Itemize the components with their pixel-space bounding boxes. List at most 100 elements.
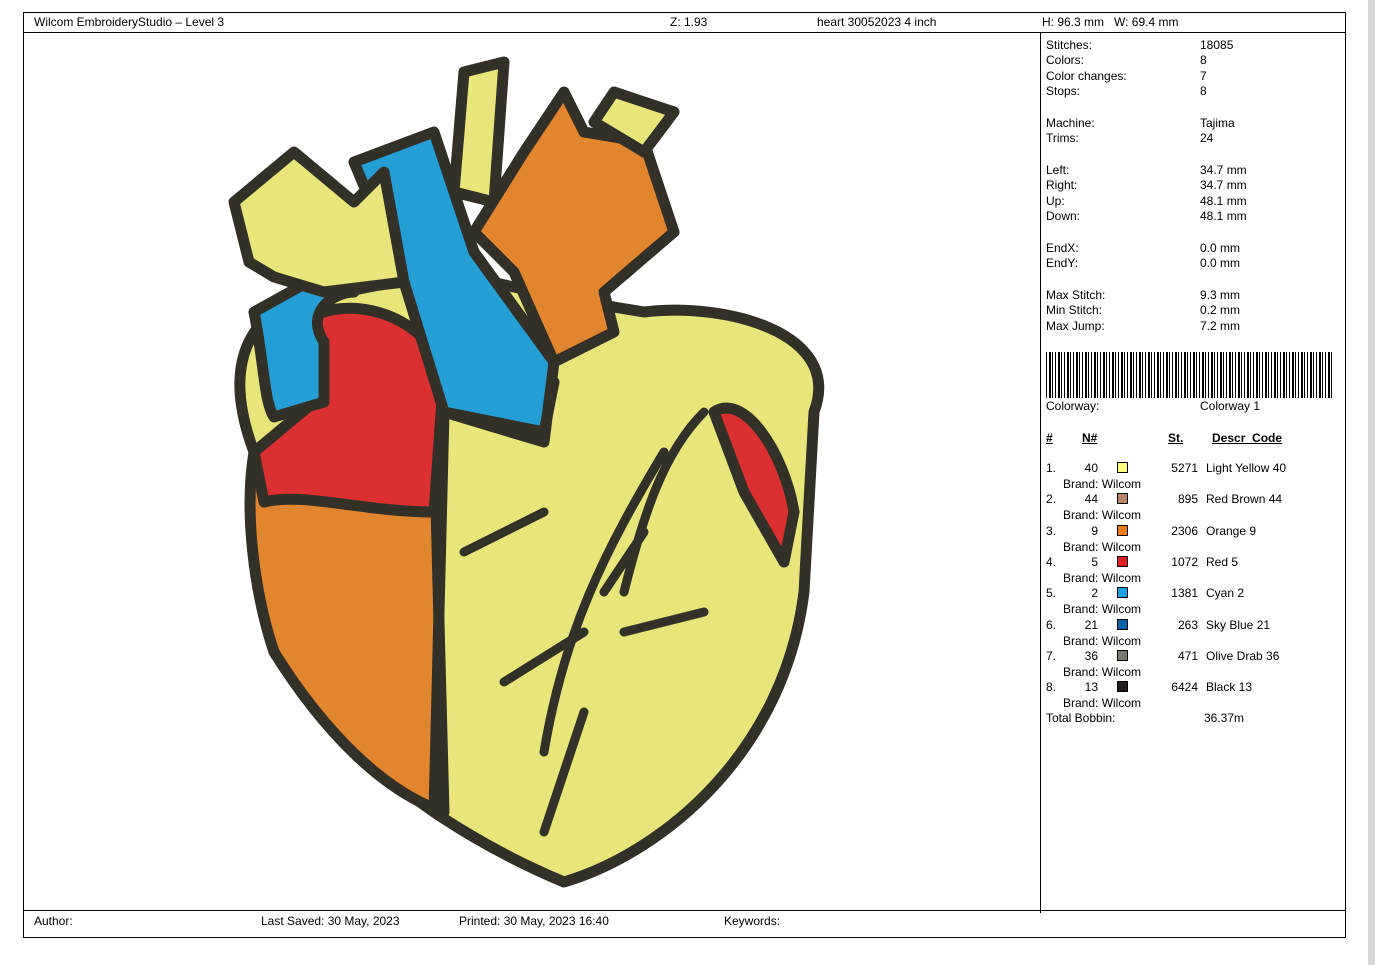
total-bobbin-value: 36.37m xyxy=(1204,711,1245,725)
stat-label: Colors: xyxy=(1046,53,1085,67)
barcode xyxy=(1046,352,1334,398)
thread-row: 3. 9 2306 Orange 9 Brand: Wilcom xyxy=(1046,524,1346,555)
stat-label: Stops: xyxy=(1046,84,1081,98)
stat-value: 8 xyxy=(1200,84,1207,98)
stat-row: EndY:0.0 mm xyxy=(1046,256,1240,270)
col-st: St. xyxy=(1168,431,1184,445)
thread-index: 4. xyxy=(1046,554,1057,569)
stat-label: Down: xyxy=(1046,209,1081,223)
thread-number: 13 xyxy=(1084,680,1098,695)
thread-color-swatch xyxy=(1117,462,1128,473)
stat-row: Min Stitch: 0.2 mm xyxy=(1046,303,1240,317)
stat-value: 48.1 mm xyxy=(1200,209,1247,223)
scrollbar[interactable] xyxy=(1368,0,1375,965)
keywords-label: Keywords: xyxy=(724,914,781,928)
heart-embroidery-image xyxy=(228,56,825,888)
col-num: # xyxy=(1046,431,1053,445)
thread-brand: Brand: Wilcom xyxy=(1063,570,1142,585)
zoom-level: Z: 1.93 xyxy=(670,15,708,29)
thread-number: 36 xyxy=(1084,648,1098,663)
stat-label: Stitches: xyxy=(1046,38,1093,52)
thread-stitches: 895 xyxy=(1177,492,1198,507)
colorway-row: Colorway: Colorway 1 xyxy=(1046,399,1260,413)
stat-value: 0.2 mm xyxy=(1200,303,1241,317)
thread-stitches: 263 xyxy=(1177,617,1198,632)
footer-bar: Author: Last Saved: 30 May, 2023 Printed… xyxy=(24,910,1345,937)
thread-color-swatch xyxy=(1117,555,1128,567)
thread-row: 6. 21 263 Sky Blue 21 Brand: Wilcom xyxy=(1046,618,1346,649)
thread-stitches: 2306 xyxy=(1171,523,1198,538)
stat-value: 0.0 mm xyxy=(1200,241,1241,255)
thread-brand: Brand: Wilcom xyxy=(1063,602,1142,617)
colorway-value: Colorway 1 xyxy=(1200,399,1261,413)
thread-stitches: 5271 xyxy=(1171,461,1198,475)
stat-row: Max Jump: 7.2 mm xyxy=(1046,319,1240,333)
thread-number: 5 xyxy=(1091,554,1098,569)
thread-brand: Brand: Wilcom xyxy=(1063,539,1142,554)
thread-index: 2. xyxy=(1046,492,1057,507)
thread-number: 21 xyxy=(1084,617,1098,632)
thread-color-swatch xyxy=(1117,618,1128,630)
stat-label: Max Jump: xyxy=(1046,319,1105,333)
thread-index: 3. xyxy=(1046,523,1057,538)
thread-color-swatch xyxy=(1117,649,1128,661)
stat-row: Trims:24 xyxy=(1046,131,1213,145)
colorway-label: Colorway: xyxy=(1046,399,1100,413)
stat-value: 24 xyxy=(1200,131,1214,145)
stat-value: 7.2 mm xyxy=(1200,319,1241,333)
thread-description: Red 5 xyxy=(1206,554,1239,569)
author-label: Author: xyxy=(34,914,73,928)
thread-stitches: 471 xyxy=(1177,648,1198,663)
stat-row: Stops: 8 xyxy=(1046,84,1207,98)
thread-brand: Brand: Wilcom xyxy=(1063,477,1142,491)
stat-label: Up: xyxy=(1046,194,1065,208)
stat-value: 34.7 mm xyxy=(1200,163,1247,177)
thread-brand: Brand: Wilcom xyxy=(1063,508,1142,523)
stat-value: 0.0 mm xyxy=(1200,256,1241,270)
stat-label: Min Stitch: xyxy=(1046,303,1103,317)
thread-number: 44 xyxy=(1084,492,1098,507)
thread-color-swatch xyxy=(1117,681,1128,693)
stat-value: 48.1 mm xyxy=(1200,194,1247,208)
design-preview xyxy=(24,32,1040,913)
thread-stitches: 6424 xyxy=(1171,680,1198,695)
thread-row: 2. 44 895 Red Brown 44 Brand: Wilcom xyxy=(1046,492,1346,523)
printed-date: Printed: 30 May, 2023 16:40 xyxy=(459,914,609,928)
total-bobbin-label: Total Bobbin: xyxy=(1046,711,1116,725)
thread-brand: Brand: Wilcom xyxy=(1063,664,1142,679)
stat-row: Color changes:7 xyxy=(1046,69,1207,83)
thread-row: 1. 40 5271 Light Yellow 40 Brand: Wilcom xyxy=(1046,461,1346,492)
stat-row: Max Stitch:9.3 mm xyxy=(1046,288,1240,302)
thread-row: 7. 36 471 Olive Drab 36 Brand: Wilcom xyxy=(1046,649,1346,680)
thread-description: Sky Blue 21 xyxy=(1206,617,1271,632)
col-n: N# xyxy=(1082,431,1098,445)
thread-description: Olive Drab 36 xyxy=(1206,648,1280,663)
header-bar: Wilcom EmbroideryStudio – Level 3 Z: 1.9… xyxy=(24,13,1345,33)
thread-color-swatch xyxy=(1117,587,1128,599)
thread-number: 9 xyxy=(1091,523,1098,538)
stat-label: Left: xyxy=(1046,163,1070,177)
thread-number: 40 xyxy=(1084,461,1098,475)
thread-index: 7. xyxy=(1046,648,1057,663)
thread-row: 4. 5 1072 Red 5 Brand: Wilcom xyxy=(1046,555,1346,586)
stat-row: Machine:Tajima xyxy=(1046,116,1235,130)
stat-row: EndX: 0.0 mm xyxy=(1046,241,1240,255)
stat-label: Machine: xyxy=(1046,116,1095,130)
stat-value: 18085 xyxy=(1200,38,1234,52)
stat-value: 8 xyxy=(1200,53,1207,67)
thread-stitches: 1381 xyxy=(1171,586,1198,601)
thread-color-swatch xyxy=(1117,493,1128,505)
stat-label: EndX: xyxy=(1046,241,1079,255)
stat-row: Left: 34.7 mm xyxy=(1046,163,1247,177)
stat-row: Stitches: 18085 xyxy=(1046,38,1233,52)
thread-row: 5. 2 1381 Cyan 2 Brand: Wilcom xyxy=(1046,586,1346,617)
design-name: heart 30052023 4 inch xyxy=(817,15,937,29)
col-descr: Descr_Code xyxy=(1212,431,1283,445)
thread-row: 8. 13 6424 Black 13 Brand: Wilcom xyxy=(1046,680,1346,711)
last-saved: Last Saved: 30 May, 2023 xyxy=(261,914,400,928)
app-title: Wilcom EmbroideryStudio – Level 3 xyxy=(34,15,225,29)
stat-row: Right:34.7 mm xyxy=(1046,178,1247,192)
thread-brand: Brand: Wilcom xyxy=(1063,696,1142,711)
stat-label: Max Stitch: xyxy=(1046,288,1106,302)
